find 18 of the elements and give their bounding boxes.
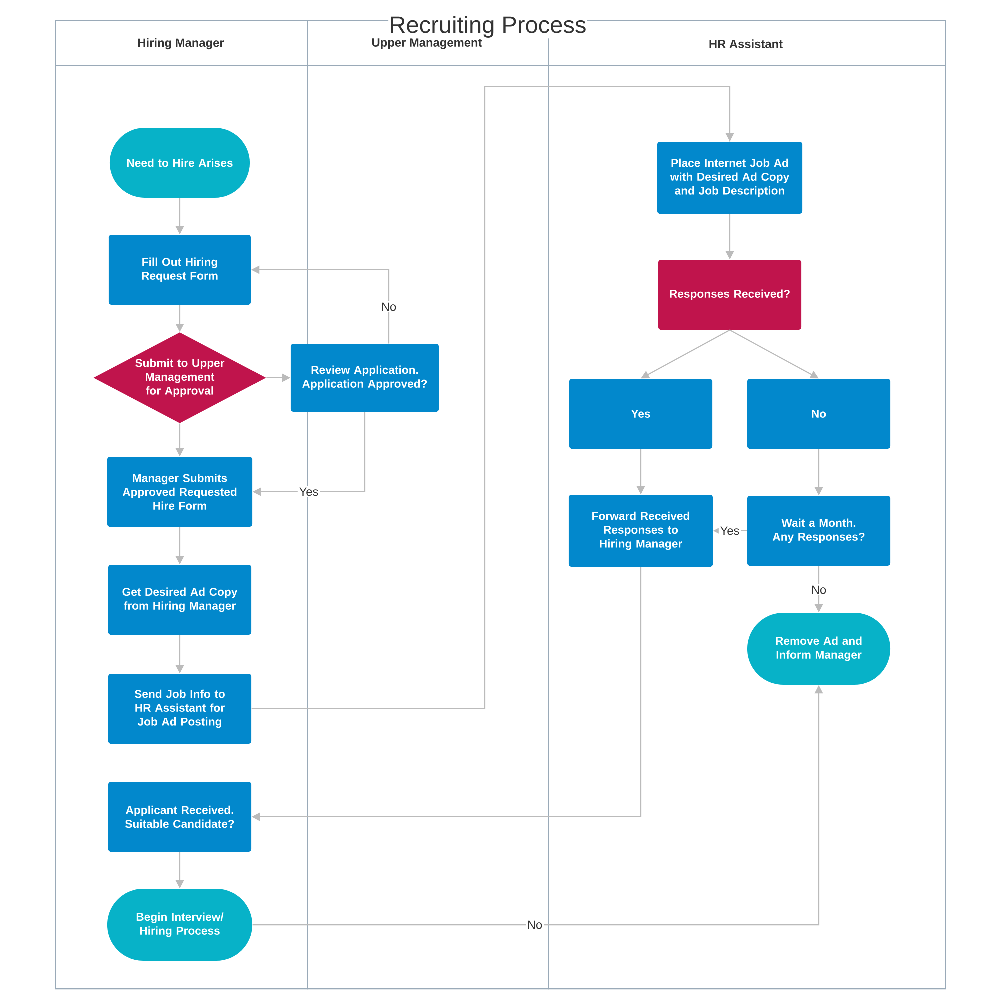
process-box: Wait a Month. Any Responses? <box>747 496 891 566</box>
title: Recruiting Process <box>388 15 588 39</box>
process-box: Review Application. Application Approved? <box>290 344 440 412</box>
edge-label: Yes <box>298 486 320 498</box>
edge-label: No <box>810 584 828 596</box>
process-box: Get Desired Ad Copy from Hiring Manager <box>108 564 252 636</box>
process-box: Fill Out Hiring Request Form <box>108 234 252 306</box>
process-box: Applicant Received. Suitable Candidate? <box>108 782 252 852</box>
edge-label: No <box>380 301 398 313</box>
process-box: Yes <box>569 378 713 450</box>
process-box: No <box>747 378 891 450</box>
edge-label: No <box>526 919 544 931</box>
process-box: Forward Received Responses to Hiring Manager <box>568 494 714 568</box>
process-box: Place Internet Job Ad with Desired Ad Copy and Job Description <box>657 142 803 214</box>
process-box: Send Job Info to HR Assistant for Job Ad Posting <box>108 674 252 744</box>
edge-label: Yes <box>718 525 742 537</box>
decision-box: Responses Received? <box>658 260 802 330</box>
process-box: Manager Submits Approved Requested Hire Form <box>107 456 253 528</box>
